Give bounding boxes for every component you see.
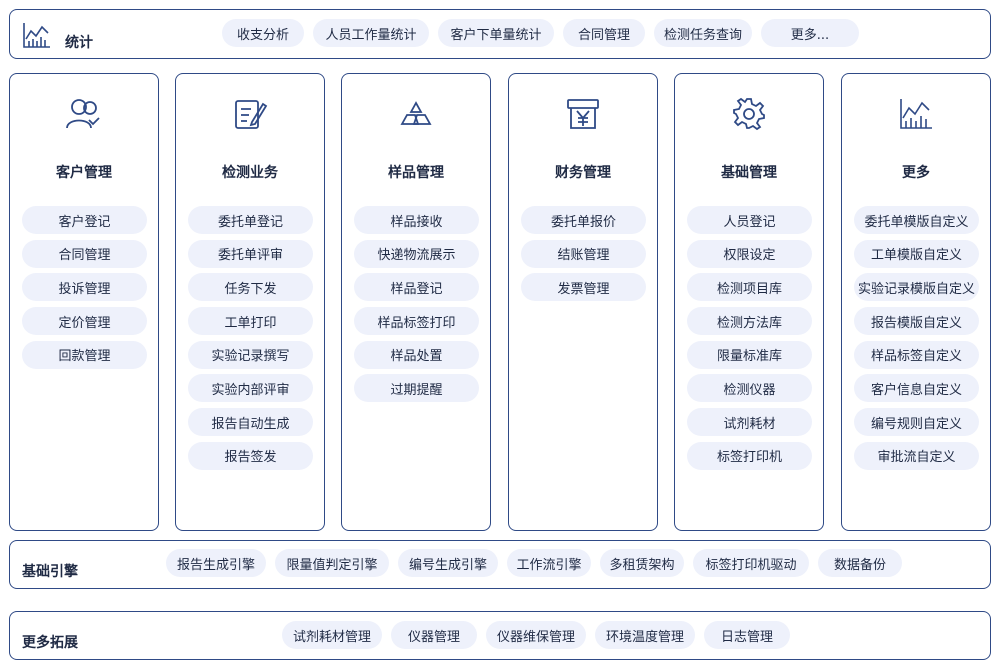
customer-icon: [65, 96, 103, 136]
menu-item-expiry-reminder[interactable]: 过期提醒: [354, 374, 479, 403]
menu-item-test-method-library[interactable]: 检测方法库: [687, 307, 812, 336]
column-items: 人员登记 权限设定 检测项目库 检测方法库 限量标准库 检测仪器 试剂耗材 标签…: [687, 206, 812, 470]
gear-icon: [731, 96, 767, 136]
engine-bar: 基础引擎 报告生成引擎 限量值判定引擎 编号生成引擎 工作流引擎 多租赁架构 标…: [9, 540, 991, 589]
engine-bar-title: 基础引擎: [22, 564, 78, 580]
menu-item-work-order-template-custom[interactable]: 工单模版自定义: [854, 239, 979, 268]
menu-item-work-order-print[interactable]: 工单打印: [188, 307, 313, 336]
stats-item-contract-management[interactable]: 合同管理: [563, 19, 645, 47]
edit-document-icon: [232, 96, 268, 136]
engine-item-workflow[interactable]: 工作流引擎: [507, 549, 591, 577]
menu-item-test-instruments[interactable]: 检测仪器: [687, 374, 812, 403]
column-items: 委托单登记 委托单评审 任务下发 工单打印 实验记录撰写 实验内部评审 报告自动…: [188, 206, 313, 470]
stats-item-task-query[interactable]: 检测任务查询: [654, 19, 752, 47]
menu-item-lab-internal-review[interactable]: 实验内部评审: [188, 374, 313, 403]
menu-item-report-issue[interactable]: 报告签发: [188, 441, 313, 470]
menu-item-label-printer[interactable]: 标签打印机: [687, 441, 812, 470]
stats-item-more[interactable]: 更多...: [761, 19, 859, 47]
menu-item-staff-register[interactable]: 人员登记: [687, 206, 812, 234]
column-customer-management: 客户管理 客户登记 合同管理 投诉管理 定价管理 回款管理: [9, 73, 159, 531]
column-title: 样品管理: [388, 165, 444, 181]
yen-icon: [565, 96, 601, 136]
menu-item-express-logistics[interactable]: 快递物流展示: [354, 239, 479, 268]
extension-bar-title: 更多拓展: [22, 635, 78, 651]
engine-item-data-backup[interactable]: 数据备份: [818, 549, 902, 577]
menu-item-contract-management[interactable]: 合同管理: [22, 239, 147, 268]
chart-icon: [898, 96, 934, 136]
menu-item-limit-standard-library[interactable]: 限量标准库: [687, 340, 812, 369]
menu-item-numbering-rule-custom[interactable]: 编号规则自定义: [854, 408, 979, 437]
stats-item-income-analysis[interactable]: 收支分析: [222, 19, 304, 47]
engine-item-label-printer-driver[interactable]: 标签打印机驱动: [693, 549, 809, 577]
column-testing-business: 检测业务 委托单登记 委托单评审 任务下发 工单打印 实验记录撰写 实验内部评审…: [175, 73, 325, 531]
engine-item-multi-tenant[interactable]: 多租赁架构: [600, 549, 684, 577]
menu-item-test-item-library[interactable]: 检测项目库: [687, 273, 812, 302]
column-items: 委托单模版自定义 工单模版自定义 实验记录模版自定义 报告模版自定义 样品标签自…: [854, 206, 979, 470]
engine-bar-items: 报告生成引擎 限量值判定引擎 编号生成引擎 工作流引擎 多租赁架构 标签打印机驱…: [166, 549, 902, 577]
menu-item-sample-label-print[interactable]: 样品标签打印: [354, 307, 479, 336]
menu-item-order-register[interactable]: 委托单登记: [188, 206, 313, 234]
menu-item-customer-info-custom[interactable]: 客户信息自定义: [854, 374, 979, 403]
stats-bar-title: 统计: [65, 35, 93, 51]
menu-item-approval-flow-custom[interactable]: 审批流自定义: [854, 441, 979, 470]
menu-item-sample-disposal[interactable]: 样品处置: [354, 340, 479, 369]
menu-item-sample-label-custom[interactable]: 样品标签自定义: [854, 340, 979, 369]
engine-item-number-generation[interactable]: 编号生成引擎: [398, 549, 498, 577]
stats-item-staff-workload[interactable]: 人员工作量统计: [313, 19, 429, 47]
menu-item-sample-receive[interactable]: 样品接收: [354, 206, 479, 234]
menu-item-payment-collection[interactable]: 回款管理: [22, 340, 147, 369]
extension-item-temperature-management[interactable]: 环境温度管理: [595, 621, 695, 649]
chart-icon: [22, 21, 52, 53]
menu-item-permission-settings[interactable]: 权限设定: [687, 239, 812, 268]
menu-item-task-dispatch[interactable]: 任务下发: [188, 273, 313, 302]
engine-item-limit-judgment[interactable]: 限量值判定引擎: [275, 549, 389, 577]
column-items: 样品接收 快递物流展示 样品登记 样品标签打印 样品处置 过期提醒: [354, 206, 479, 403]
column-title: 客户管理: [56, 165, 112, 181]
extension-item-instrument-management[interactable]: 仪器管理: [391, 621, 477, 649]
extension-item-log-management[interactable]: 日志管理: [704, 621, 790, 649]
column-title: 更多: [902, 165, 930, 181]
menu-item-lab-record-writing[interactable]: 实验记录撰写: [188, 340, 313, 369]
stats-bar: 统计 收支分析 人员工作量统计 客户下单量统计 合同管理 检测任务查询 更多..…: [9, 9, 991, 59]
column-items: 客户登记 合同管理 投诉管理 定价管理 回款管理: [22, 206, 147, 369]
menu-item-invoice-management[interactable]: 发票管理: [521, 273, 646, 302]
extension-bar: 更多拓展 试剂耗材管理 仪器管理 仪器维保管理 环境温度管理 日志管理: [9, 611, 991, 660]
column-title: 基础管理: [721, 165, 777, 181]
extension-item-reagent-management[interactable]: 试剂耗材管理: [282, 621, 382, 649]
menu-item-reagent-consumables[interactable]: 试剂耗材: [687, 408, 812, 437]
stats-item-customer-orders[interactable]: 客户下单量统计: [438, 19, 554, 47]
stacked-boxes-icon: [398, 96, 434, 136]
menu-item-order-template-custom[interactable]: 委托单模版自定义: [854, 206, 979, 234]
engine-item-report-generation[interactable]: 报告生成引擎: [166, 549, 266, 577]
menu-item-sample-register[interactable]: 样品登记: [354, 273, 479, 302]
column-basic-management: 基础管理 人员登记 权限设定 检测项目库 检测方法库 限量标准库 检测仪器 试剂…: [674, 73, 824, 531]
column-title: 检测业务: [222, 165, 278, 181]
column-title: 财务管理: [555, 165, 611, 181]
menu-item-order-review[interactable]: 委托单评审: [188, 239, 313, 268]
column-more: 更多 委托单模版自定义 工单模版自定义 实验记录模版自定义 报告模版自定义 样品…: [841, 73, 991, 531]
menu-item-report-auto-generate[interactable]: 报告自动生成: [188, 408, 313, 437]
menu-item-order-quote[interactable]: 委托单报价: [521, 206, 646, 234]
column-finance-management: 财务管理 委托单报价 结账管理 发票管理: [508, 73, 658, 531]
menu-item-customer-register[interactable]: 客户登记: [22, 206, 147, 234]
stats-bar-items: 收支分析 人员工作量统计 客户下单量统计 合同管理 检测任务查询 更多...: [222, 19, 859, 47]
menu-item-billing-management[interactable]: 结账管理: [521, 239, 646, 268]
menu-item-report-template-custom[interactable]: 报告模版自定义: [854, 307, 979, 336]
menu-item-complaint-management[interactable]: 投诉管理: [22, 273, 147, 302]
column-sample-management: 样品管理 样品接收 快递物流展示 样品登记 样品标签打印 样品处置 过期提醒: [341, 73, 491, 531]
menu-item-lab-record-template-custom[interactable]: 实验记录模版自定义: [854, 273, 979, 302]
menu-item-pricing-management[interactable]: 定价管理: [22, 307, 147, 336]
extension-bar-items: 试剂耗材管理 仪器管理 仪器维保管理 环境温度管理 日志管理: [282, 621, 790, 649]
column-items: 委托单报价 结账管理 发票管理: [521, 206, 646, 302]
extension-item-instrument-maintenance[interactable]: 仪器维保管理: [486, 621, 586, 649]
